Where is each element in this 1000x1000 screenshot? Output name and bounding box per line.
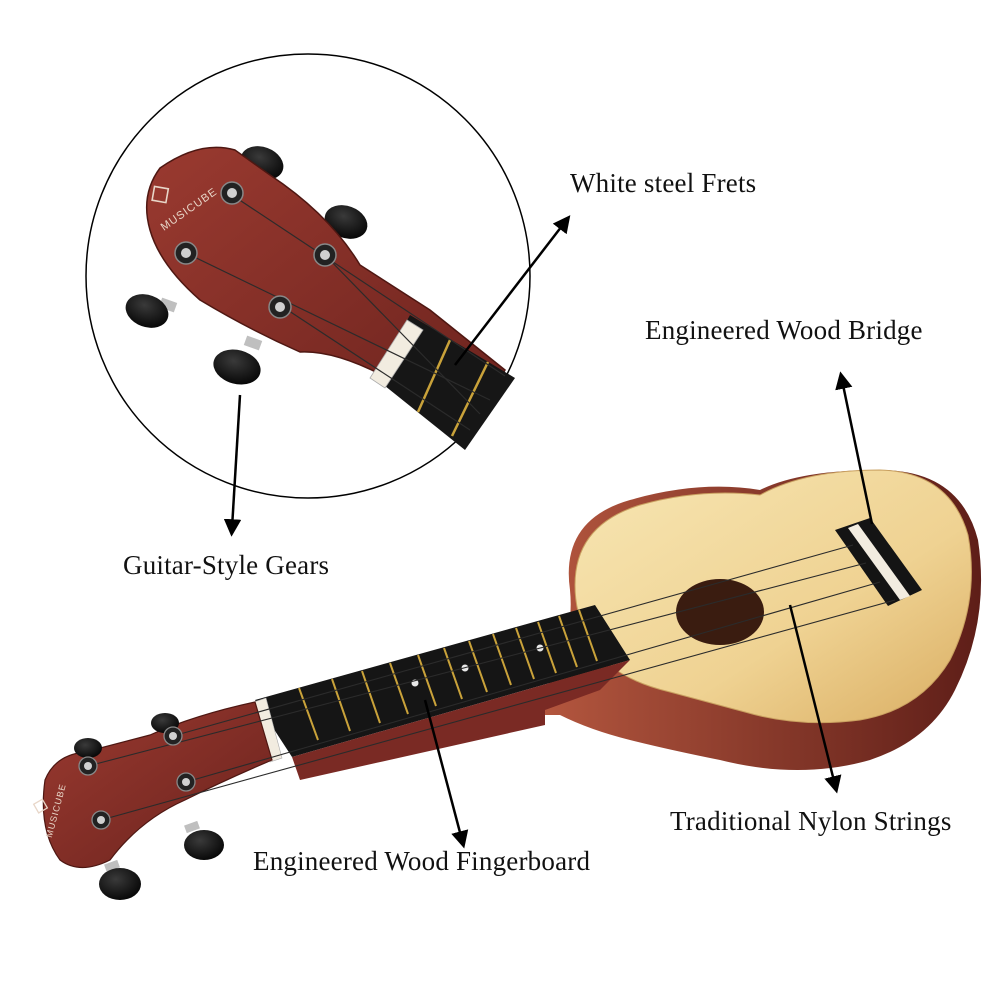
callout-frets-label: White steel Frets bbox=[570, 168, 757, 198]
arrow-frets bbox=[454, 215, 571, 366]
bridge bbox=[835, 518, 922, 606]
tuner-post-icon bbox=[174, 181, 337, 319]
ukulele-full: MUSICUBE bbox=[32, 469, 982, 900]
arrow-gears bbox=[223, 394, 242, 537]
nylon-strings bbox=[87, 544, 896, 821]
callout-gears-label: Guitar-Style Gears bbox=[123, 550, 330, 580]
callout-fingerboard-label: Engineered Wood Fingerboard bbox=[253, 846, 591, 876]
callout-bridge-label: Engineered Wood Bridge bbox=[645, 315, 923, 345]
sound-hole bbox=[676, 579, 764, 645]
zoomed-headstock: MUSICUBE bbox=[125, 146, 515, 450]
callout-strings-label: Traditional Nylon Strings bbox=[670, 806, 952, 836]
tuner-post-icon bbox=[78, 726, 196, 830]
fingerboard-frets bbox=[298, 609, 598, 741]
arrow-strings bbox=[788, 604, 842, 794]
arrow-bridge bbox=[835, 371, 874, 525]
tuner-button-icon bbox=[125, 294, 263, 385]
callout-arrows bbox=[223, 215, 874, 849]
arrow-fingerboard bbox=[423, 699, 469, 849]
zoom-strings bbox=[185, 194, 506, 431]
tuner-button-icon bbox=[74, 713, 224, 900]
